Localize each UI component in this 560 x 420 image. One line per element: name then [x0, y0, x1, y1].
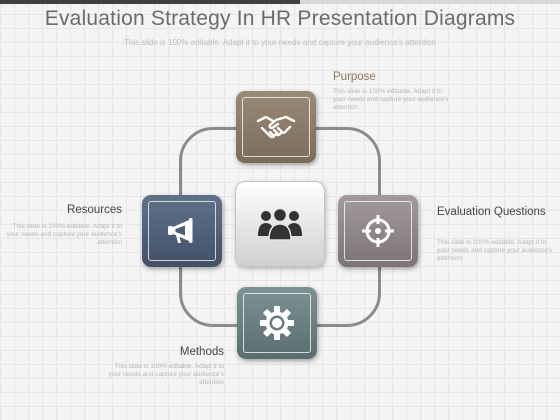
center-team-tile — [235, 181, 325, 267]
purpose-description: This slide is 100% editable. Adapt it to… — [333, 88, 449, 111]
evaluation-questions-tile — [338, 195, 418, 267]
methods-label: Methods — [179, 346, 224, 358]
top-bar-accent — [0, 0, 300, 4]
purpose-tile — [236, 91, 316, 163]
evaluation-questions-description: This slide is 100% editable. Adapt it to… — [437, 239, 553, 262]
handshake-icon — [256, 115, 296, 139]
methods-tile — [237, 287, 317, 359]
resources-description: This slide is 100% editable. Adapt it to… — [6, 223, 122, 246]
slide-title: Evaluation Strategy In HR Presentation D… — [44, 7, 516, 30]
gear-icon — [260, 306, 294, 340]
resources-label: Resources — [67, 204, 122, 216]
purpose-label: Purpose — [333, 71, 376, 83]
megaphone-icon — [168, 218, 193, 243]
target-icon — [362, 215, 394, 247]
evaluation-questions-label: Evaluation Questions — [437, 206, 546, 218]
resources-tile — [142, 195, 222, 267]
slide-subtitle: This slide is 100% editable. Adapt it to… — [124, 38, 436, 47]
methods-description: This slide is 100% editable. Adapt it to… — [108, 363, 224, 386]
team-icon — [258, 207, 302, 241]
